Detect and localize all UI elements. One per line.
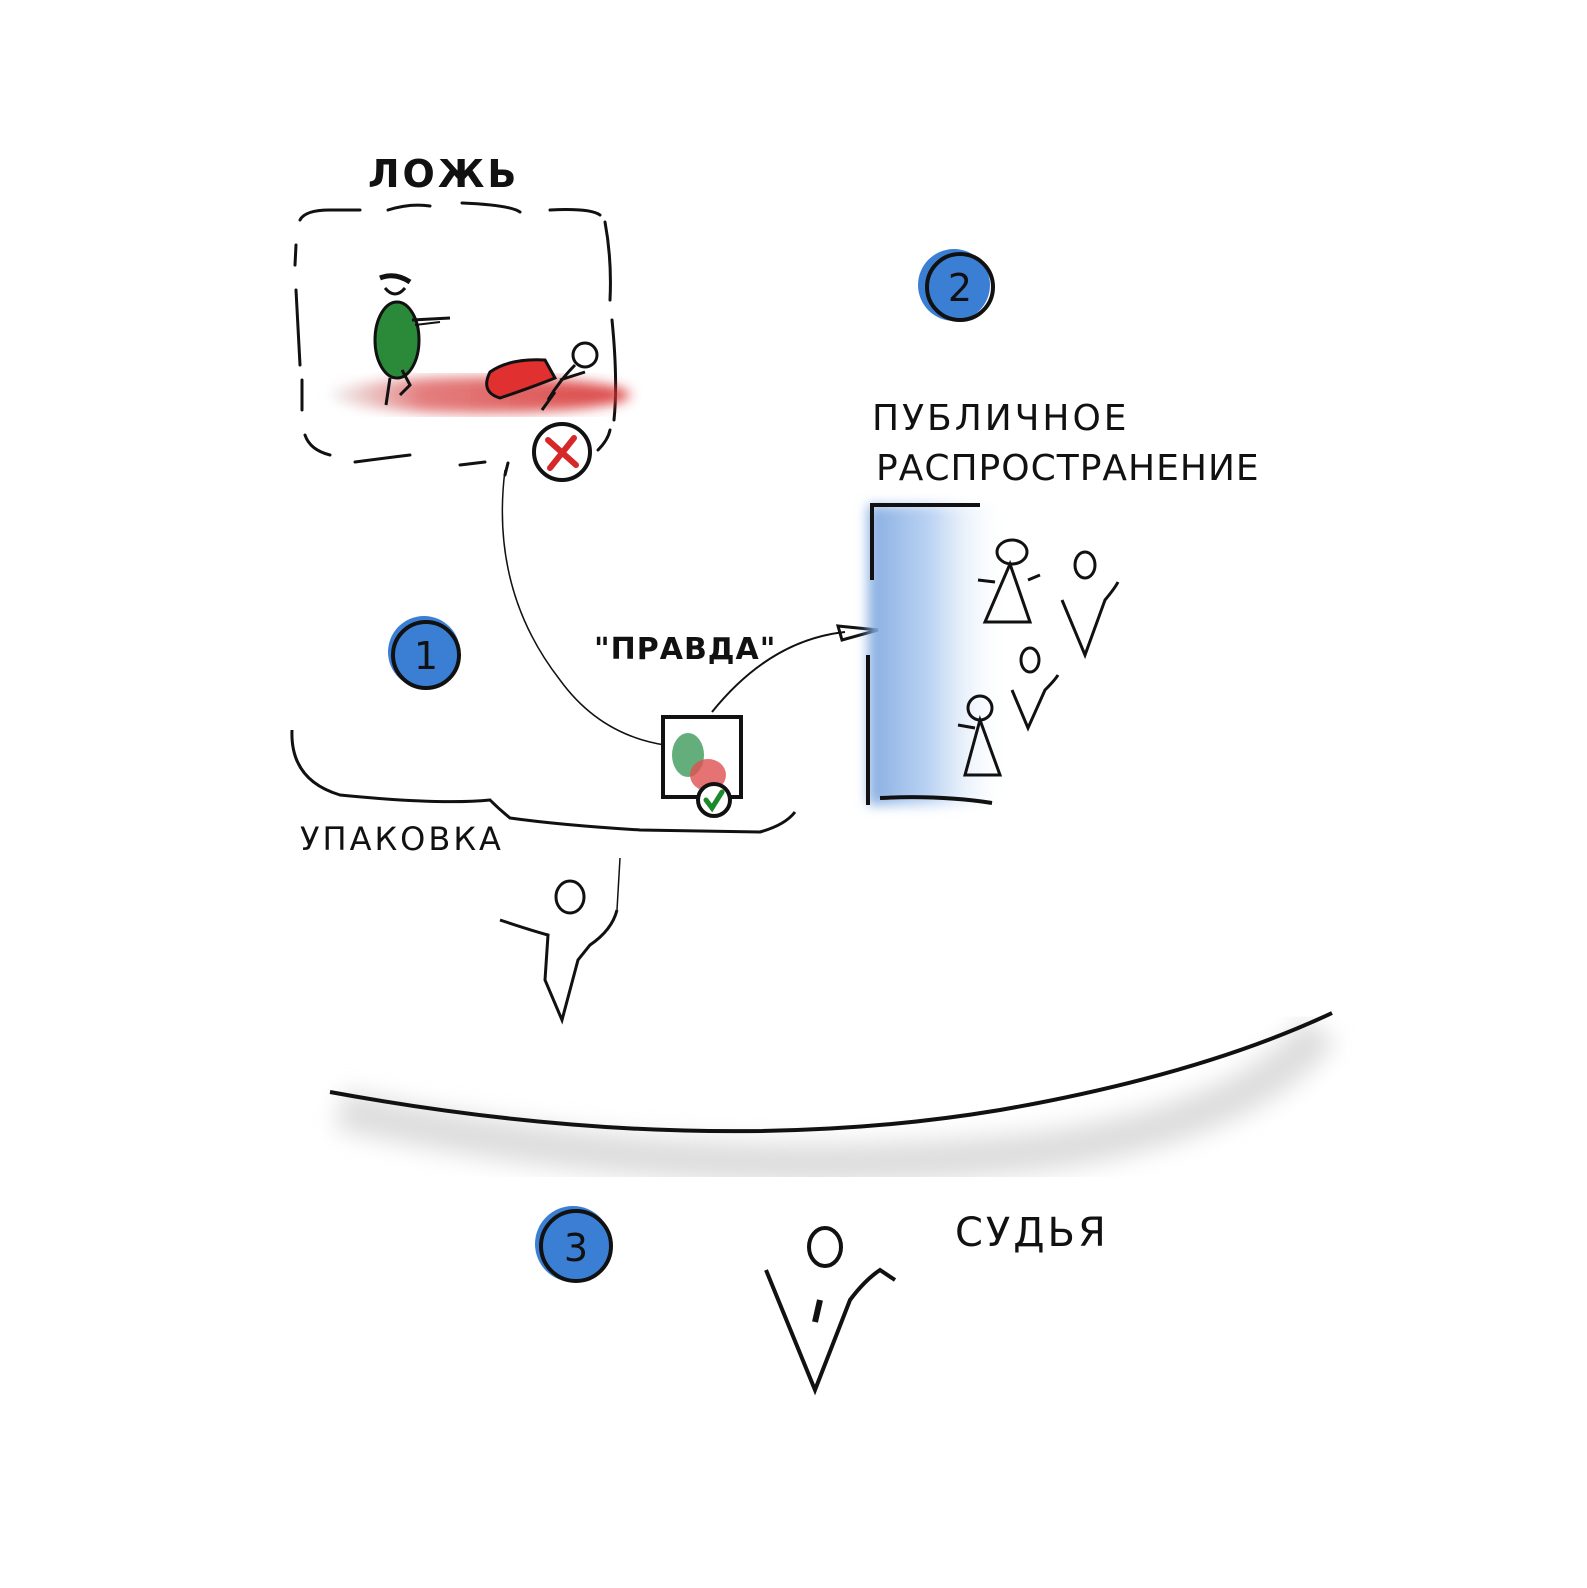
truth-card <box>661 715 743 818</box>
public-label-line2: РАСПРОСТРАНЕНИЕ <box>876 448 1260 489</box>
step-3-number: 3 <box>564 1226 588 1270</box>
public-label-line1: ПУБЛИЧНОЕ <box>872 398 1130 439</box>
packaging-label: УПАКОВКА <box>300 820 504 858</box>
crowd-figures <box>957 538 1120 777</box>
judge-label: СУДЬЯ <box>955 1210 1109 1256</box>
step-2-number: 2 <box>948 266 972 310</box>
false-badge <box>532 422 592 482</box>
blood-smear <box>330 358 630 413</box>
connector-lie-to-truth <box>501 469 666 746</box>
shooter-figure <box>373 273 451 406</box>
step-1-number: 1 <box>414 634 438 678</box>
truth-label: "ПРАВДА" <box>594 632 777 667</box>
step-1-badge: 1 <box>388 616 461 690</box>
lie-frame <box>293 201 618 477</box>
step-2-badge: 2 <box>918 249 995 322</box>
judge-figure <box>764 1226 897 1396</box>
packager-figure <box>499 857 621 1025</box>
packaging-brace <box>290 729 797 834</box>
arrow-to-public <box>711 624 879 713</box>
separator-arc <box>329 1011 1336 1184</box>
lie-label: ЛОЖЬ <box>368 152 520 196</box>
victim-figure <box>540 341 599 411</box>
public-screen <box>866 503 1008 805</box>
step-3-badge: 3 <box>535 1206 613 1283</box>
